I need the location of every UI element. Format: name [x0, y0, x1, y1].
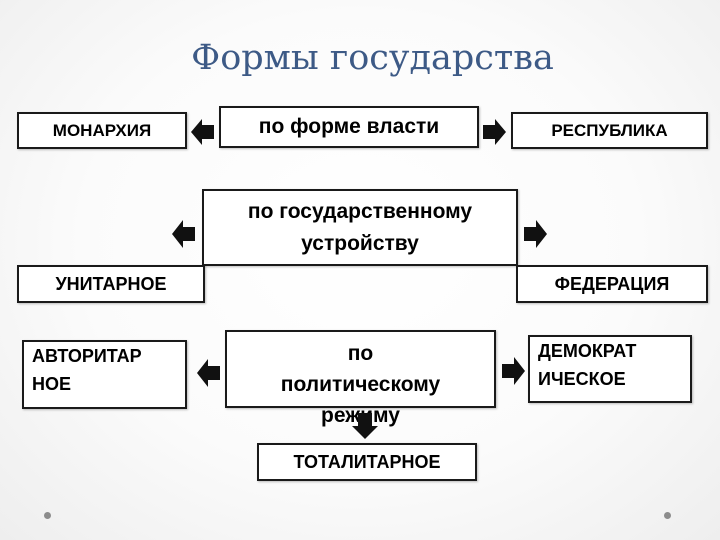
slide-title: Формы государства [191, 38, 554, 78]
arrow-right-icon [524, 220, 547, 248]
federation-label: ФЕДЕРАЦИЯ [554, 273, 670, 294]
state-structure-label-line1: по государственному [247, 199, 473, 223]
decorative-dot [664, 512, 671, 519]
unitary-label: УНИТАРНОЕ [55, 273, 167, 294]
arrow-down-icon [352, 413, 378, 439]
political-regime-label-line2: политическому [280, 373, 441, 396]
totalitarian-box: ТОТАЛИТАРНОЕ [257, 443, 477, 481]
arrow-left-icon [191, 119, 214, 145]
form-of-power-label: по форме власти [258, 115, 440, 138]
arrow-right-icon [502, 357, 525, 385]
monarchy-label: МОНАРХИЯ [52, 120, 152, 140]
federation-box: ФЕДЕРАЦИЯ [516, 265, 708, 303]
authoritarian-label-line2: НОЕ [32, 374, 72, 394]
arrow-right-icon [483, 119, 506, 145]
authoritarian-label-line1: АВТОРИТАР [32, 346, 142, 366]
arrow-left-icon [197, 359, 220, 387]
decorative-dot [44, 512, 51, 519]
form-of-power-box: по форме власти [219, 106, 479, 148]
democratic-box: ДЕМОКРАТ ИЧЕСКОЕ [528, 335, 692, 403]
authoritarian-box: АВТОРИТАР НОЕ [22, 340, 187, 409]
arrow-left-icon [172, 220, 195, 248]
political-regime-label-line1: по [347, 342, 374, 365]
unitary-box: УНИТАРНОЕ [17, 265, 205, 303]
state-structure-box: по государственному устройству [202, 189, 518, 266]
totalitarian-label: ТОТАЛИТАРНОЕ [293, 451, 441, 472]
political-regime-box: по политическому режиму [225, 330, 496, 427]
democratic-label-line2: ИЧЕСКОЕ [538, 369, 626, 389]
state-structure-label-line2: устройству [301, 231, 419, 255]
democratic-label-line1: ДЕМОКРАТ [538, 341, 637, 361]
monarchy-box: МОНАРХИЯ [17, 112, 187, 149]
republic-label: РЕСПУБЛИКА [551, 120, 668, 140]
republic-box: РЕСПУБЛИКА [511, 112, 708, 149]
